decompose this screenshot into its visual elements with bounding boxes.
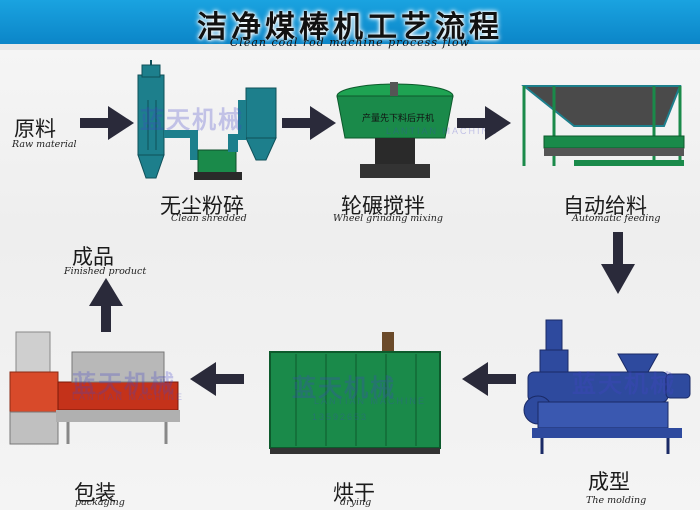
step-raw-sublabel: Raw material (12, 139, 77, 150)
step-pack-sublabel: packaging (75, 497, 125, 508)
arrow-left-icon (190, 362, 244, 396)
automatic-feeder-image (521, 85, 685, 166)
step-pack-label: 包装 (74, 481, 116, 505)
arrow-right-icon (80, 106, 134, 140)
watermark-phone-text: 13592653 (312, 412, 369, 422)
arrow-up-icon (89, 278, 123, 332)
page-subtitle: Clean coal rod machine process flow (229, 36, 471, 49)
step-product-sublabel: Finished product (64, 266, 147, 277)
step-product-label: 成品 (72, 245, 114, 269)
watermark-brand-text: LANTIAN MACHINE (72, 392, 185, 402)
step-shred-sublabel: Clean shredded (171, 213, 247, 224)
step-mold-label: 成型 (588, 470, 630, 494)
molding-machine-image (523, 319, 691, 454)
step-mix-label: 轮碾搅拌 (341, 194, 425, 218)
arrow-left-icon (462, 362, 516, 396)
mixer-warning-label: 产量先下料后开机 (362, 114, 435, 124)
packaging-machine-image (9, 331, 180, 445)
watermark-logo-text: 蓝天机械 (140, 106, 244, 134)
arrow-right-icon (457, 106, 511, 140)
arrow-down-icon (601, 232, 635, 294)
banner-underline (0, 44, 700, 50)
step-dry-sublabel: drying (340, 497, 372, 508)
dryer-image (269, 332, 441, 454)
step-mix-sublabel: Wheel grinding mixing (333, 213, 443, 224)
page-title: 洁净煤棒机工艺流程 (197, 10, 503, 45)
title-banner (0, 0, 700, 48)
step-shred-label: 无尘粉碎 (160, 194, 244, 218)
step-feed-label: 自动给料 (563, 194, 647, 218)
step-mold-sublabel: The molding (586, 495, 647, 506)
watermark-brand-text: LANTIAN MACHINE (386, 126, 499, 136)
watermark-brand-text: LANTIAN MACHINE (314, 396, 427, 406)
step-feed-sublabel: Automatic feeding (572, 213, 661, 224)
watermark-logo-text: 蓝天机械 (72, 370, 176, 398)
watermark-logo-text: 蓝天机械 (572, 370, 676, 398)
watermark-logo-text: 蓝天机械 (292, 374, 396, 402)
step-dry-label: 烘干 (333, 481, 375, 505)
wheel-grinding-mixer-image (336, 82, 454, 178)
step-raw-label: 原料 (14, 117, 56, 141)
arrow-right-icon (282, 106, 336, 140)
dust-free-crusher-image (137, 60, 277, 180)
